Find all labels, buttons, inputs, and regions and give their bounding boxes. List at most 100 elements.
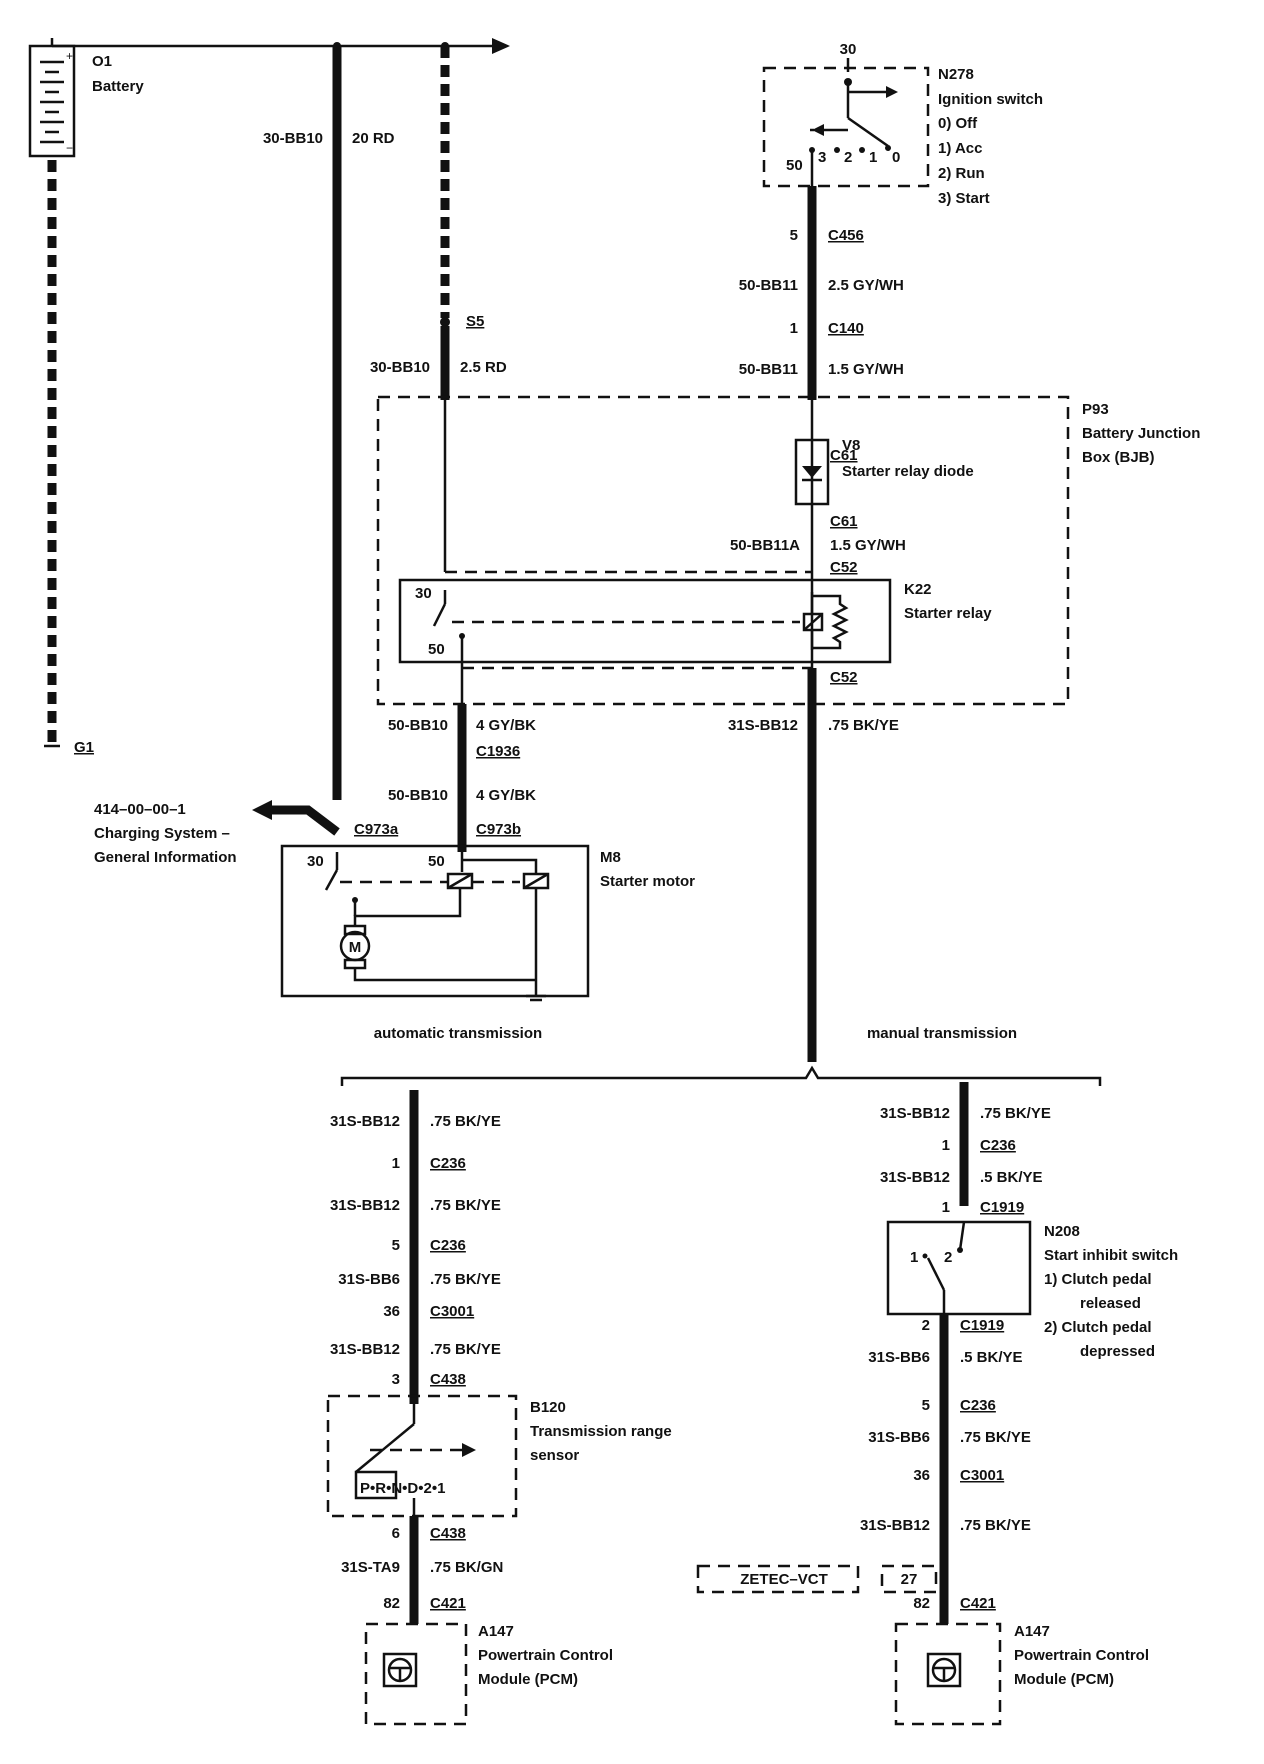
auto-r7-conn: C438 xyxy=(430,1371,466,1388)
c456-pin: 5 xyxy=(790,227,798,244)
start-inhibit-switch xyxy=(886,1220,1032,1316)
auto-transmission-label: automatic transmission xyxy=(374,1025,542,1042)
bjb-wire-id: 50-BB11A xyxy=(730,537,800,554)
ign-wire-size: 2.5 GY/WH xyxy=(828,277,904,294)
ignition-terminal-30: 30 xyxy=(840,41,857,58)
manual-w5-size: .75 BK/YE xyxy=(960,1517,1031,1534)
battery-name: Battery xyxy=(92,78,144,95)
c140-wire-id: 50-BB11 xyxy=(739,361,798,378)
auto-pin82: 82 xyxy=(383,1595,400,1612)
ground-ref: G1 xyxy=(74,739,94,756)
inhibit-contact-1: 1 xyxy=(910,1249,918,1266)
auto-pcm-ref: A147 xyxy=(478,1623,514,1640)
manual-w5-id: 31S-BB12 xyxy=(860,1517,930,1534)
c1936-conn: C1936 xyxy=(476,743,520,760)
auto-r2-size: .75 BK/YE xyxy=(430,1197,501,1214)
ign-contact-2: 2 xyxy=(844,149,852,166)
auto-r6-size: .75 BK/YE xyxy=(430,1341,501,1358)
auto-pin6: 6 xyxy=(392,1525,400,1542)
main-cable-size: 20 RD xyxy=(352,130,395,147)
inhibit-pos-2b: depressed xyxy=(1080,1343,1155,1360)
manual-mid-id: 31S-BB12 xyxy=(880,1169,950,1186)
transmission-range-sensor xyxy=(326,1394,518,1518)
bjb-ref: P93 xyxy=(1082,401,1109,418)
ignition-name: Ignition switch xyxy=(938,91,1043,108)
relay-t50: 50 xyxy=(428,641,445,658)
ign-pos-1: 1) Acc xyxy=(938,140,982,157)
inhibit-pos-2a: 2) Clutch pedal xyxy=(1044,1319,1152,1336)
auto-r0-id: 31S-BB12 xyxy=(330,1113,400,1130)
svg-text:+: + xyxy=(66,49,73,63)
ign-contact-3: 3 xyxy=(818,149,826,166)
relay-t30: 30 xyxy=(415,585,432,602)
starter-t50: 50 xyxy=(428,853,445,870)
manual-transmission-label: manual transmission xyxy=(867,1025,1017,1042)
ground-wire-size: .75 BK/YE xyxy=(828,717,899,734)
c52-top: C52 xyxy=(830,559,858,576)
starter-w2-id: 50-BB10 xyxy=(388,787,448,804)
bjb-name-1: Battery Junction xyxy=(1082,425,1200,442)
auto-r0-size: .75 BK/YE xyxy=(430,1113,501,1130)
ground-wire-id: 31S-BB12 xyxy=(728,717,798,734)
battery-junction-box xyxy=(376,395,1070,706)
starter-t30: 30 xyxy=(307,853,324,870)
c140-pin: 1 xyxy=(790,320,798,337)
charging-ref: 414–00–00–1 xyxy=(94,801,186,818)
auto-r1-pin: 1 xyxy=(392,1155,400,1172)
auto-pcm-name-1: Powertrain Control xyxy=(478,1647,613,1664)
auto-r5-pin: 36 xyxy=(383,1303,400,1320)
starter-motor-m8 xyxy=(280,844,590,998)
zetec-pin: 27 xyxy=(901,1571,918,1588)
auto-r3-pin: 5 xyxy=(392,1237,400,1254)
auto-c421: C421 xyxy=(430,1595,466,1612)
diode-ref: V8 xyxy=(842,437,860,454)
auto-r1-conn: C236 xyxy=(430,1155,466,1172)
manual-pcm-name-1: Powertrain Control xyxy=(1014,1647,1149,1664)
ign-pos-2: 2) Run xyxy=(938,165,985,182)
gear-selector-positions: P•R•N•D•2•1 xyxy=(360,1480,445,1497)
bjb-name-2: Box (BJB) xyxy=(1082,449,1155,466)
auto-out-size: .75 BK/GN xyxy=(430,1559,503,1576)
bjb-wire-size: 1.5 GY/WH xyxy=(830,537,906,554)
svg-text:−: − xyxy=(66,141,73,155)
arrow-right-icon xyxy=(492,38,510,54)
ign-contact-50: 50 xyxy=(786,157,803,174)
sensor-name-1: Transmission range xyxy=(530,1423,672,1440)
manual-pin2: 2 xyxy=(922,1317,930,1334)
charging-title-1: Charging System – xyxy=(94,825,230,842)
auto-r2-id: 31S-BB12 xyxy=(330,1197,400,1214)
pcm-manual xyxy=(894,1622,1002,1726)
diode-v8 xyxy=(794,438,830,506)
manual-pin1b: 1 xyxy=(942,1199,950,1216)
sensor-name-2: sensor xyxy=(530,1447,579,1464)
manual-w3-id: 31S-BB6 xyxy=(868,1349,930,1366)
auto-pcm-name-2: Module (PCM) xyxy=(478,1671,578,1688)
ign-contact-0: 0 xyxy=(892,149,900,166)
motor-label: M xyxy=(349,939,362,956)
manual-c421: C421 xyxy=(960,1595,996,1612)
manual-pin1: 1 xyxy=(942,1137,950,1154)
pcm-auto xyxy=(364,1622,468,1726)
inhibit-name: Start inhibit switch xyxy=(1044,1247,1178,1264)
ign-pos-3: 3) Start xyxy=(938,190,990,207)
relay-name: Starter relay xyxy=(904,605,992,622)
auto-r4-id: 31S-BB6 xyxy=(338,1271,400,1288)
c61-top: C61 xyxy=(830,447,858,464)
main-cable-id: 30-BB10 xyxy=(263,130,323,147)
starter-w1-id: 50-BB10 xyxy=(388,717,448,734)
battery-symbol: + − xyxy=(28,38,76,158)
c973b-conn: C973b xyxy=(476,821,521,838)
auto-r4-size: .75 BK/YE xyxy=(430,1271,501,1288)
auto-r6-id: 31S-BB12 xyxy=(330,1341,400,1358)
zetec-vct-option xyxy=(696,1564,860,1594)
inhibit-pos-1a: 1) Clutch pedal xyxy=(1044,1271,1152,1288)
manual-pin82: 82 xyxy=(913,1595,930,1612)
ignition-switch-box xyxy=(762,66,930,188)
auto-r5-conn: C3001 xyxy=(430,1303,474,1320)
manual-c3001: C3001 xyxy=(960,1467,1004,1484)
starter-w2-size: 4 GY/BK xyxy=(476,787,536,804)
c140-conn: C140 xyxy=(828,320,864,337)
inhibit-ref: N208 xyxy=(1044,1223,1080,1240)
s5-wire-id: 30-BB10 xyxy=(370,359,430,376)
transmission-split-brace xyxy=(340,1065,1102,1086)
